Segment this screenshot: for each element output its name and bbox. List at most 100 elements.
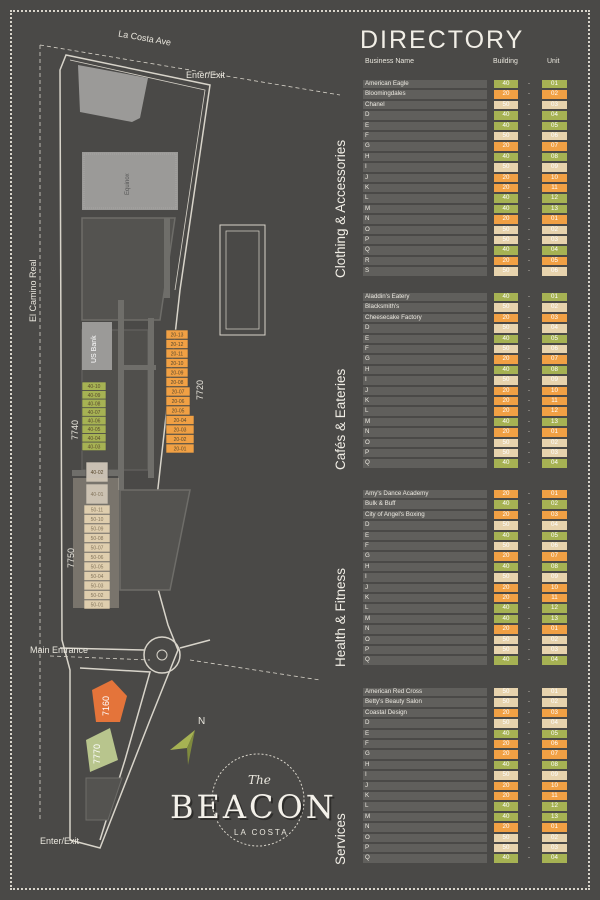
unit-20[interactable] [165,339,189,349]
unit-20[interactable] [165,348,189,359]
unit-50[interactable] [83,504,111,515]
unit-20[interactable] [165,443,195,454]
unit-20[interactable] [165,329,189,340]
unit-40-large[interactable] [85,483,109,505]
unit-20[interactable] [165,396,191,406]
unit-40[interactable] [81,441,107,451]
unit-50[interactable] [83,571,111,581]
unit-20[interactable] [165,424,195,435]
unit-50[interactable] [83,590,111,600]
unit-20[interactable] [165,377,189,387]
unit-50[interactable] [83,523,111,534]
unit-50[interactable] [83,533,111,543]
unit-20[interactable] [165,405,191,416]
unit-20[interactable] [165,434,195,444]
unit-20[interactable] [165,415,195,425]
unit-20[interactable] [165,367,189,378]
unit-50[interactable] [83,514,111,524]
unit-50[interactable] [83,599,111,610]
separator-dash: - [528,101,530,108]
unit-50[interactable] [83,561,111,572]
unit-50[interactable] [83,542,111,553]
unit-20[interactable] [165,358,189,368]
unit-50[interactable] [83,552,111,562]
unit-20[interactable] [165,386,191,397]
building-number: 20 [494,355,518,364]
unit-50[interactable] [83,580,111,591]
unit-40-large[interactable] [85,461,109,483]
col-building: Building [493,58,518,65]
